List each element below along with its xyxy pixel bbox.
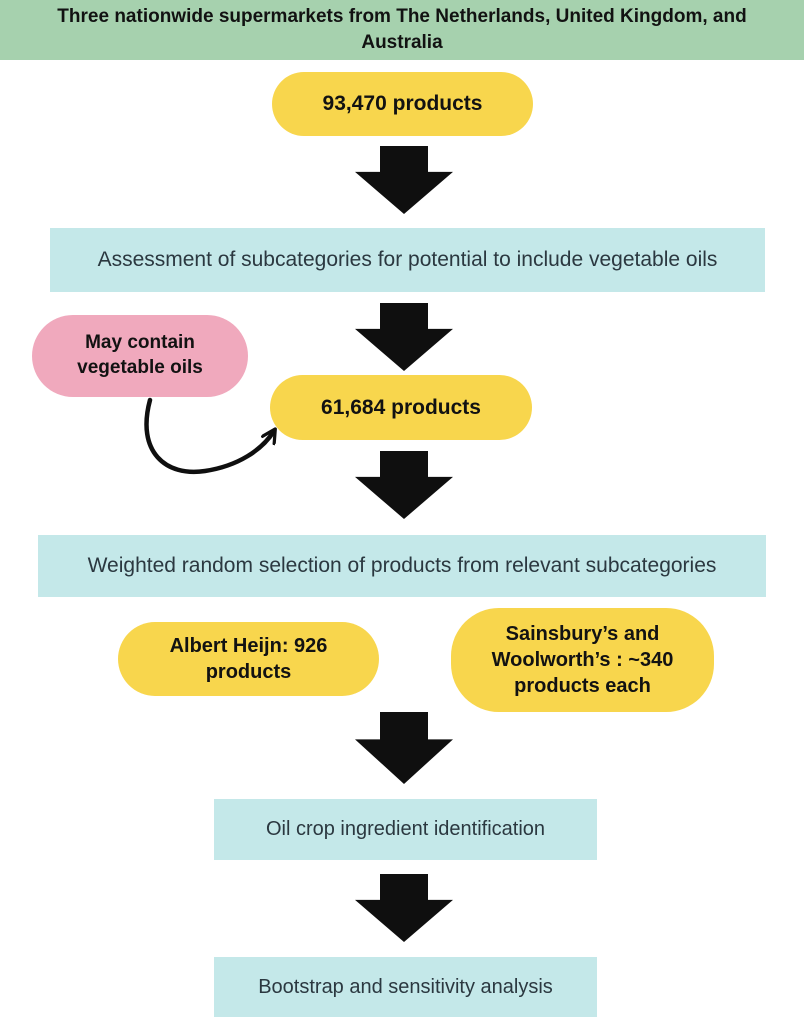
node-may-contain-vegetable-oils: May contain vegetable oils: [32, 315, 248, 397]
step-oil-crop-identification: Oil crop ingredient identification: [214, 799, 597, 860]
down-arrow-icon: [355, 874, 453, 942]
node-albert-heijn: Albert Heijn: 926 products: [118, 622, 379, 696]
node-total-products: 93,470 products: [272, 72, 533, 136]
down-arrow-icon: [355, 451, 453, 519]
step-weighted-selection: Weighted random selection of products fr…: [38, 535, 766, 597]
down-arrow-icon: [355, 146, 453, 214]
down-arrow-icon: [355, 303, 453, 371]
step-assessment: Assessment of subcategories for potentia…: [50, 228, 765, 292]
node-filtered-products: 61,684 products: [270, 375, 532, 440]
down-arrow-icon: [355, 712, 453, 784]
step-bootstrap-analysis: Bootstrap and sensitivity analysis: [214, 957, 597, 1017]
header-banner: Three nationwide supermarkets from The N…: [0, 0, 804, 60]
node-sainsbury-woolworth: Sainsbury’s and Woolworth’s : ~340 produ…: [451, 608, 714, 712]
